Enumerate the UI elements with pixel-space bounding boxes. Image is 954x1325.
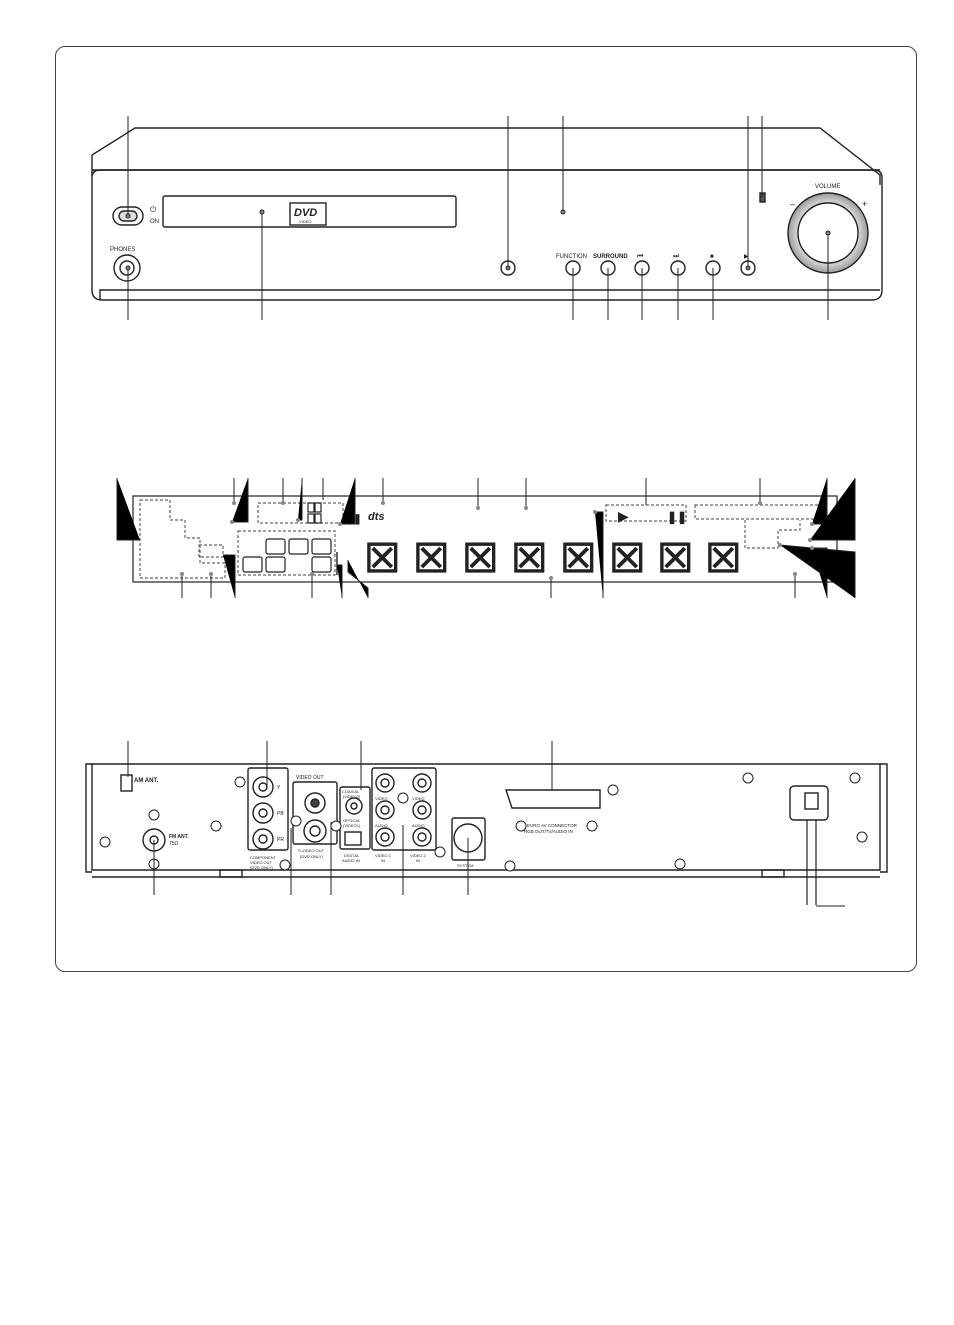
phones-jack[interactable]: [113, 254, 141, 282]
rear-callout-lines: [127, 741, 845, 907]
speaker-icon-r: [311, 538, 332, 555]
video1-audio-label: AUDIO: [375, 823, 388, 828]
volume-minus: –: [790, 199, 795, 209]
front-top-surface: [91, 127, 881, 185]
svideo-out-jack[interactable]: [303, 819, 327, 843]
video-out-label: VIDEO OUT: [296, 775, 324, 781]
pause-indicator: ❚❚: [667, 510, 687, 525]
power-cord: [806, 820, 817, 905]
power-label-bottom: ON: [150, 219, 159, 225]
video2-audio-r-jack[interactable]: [412, 827, 432, 847]
segment-digit: ⊠: [510, 530, 549, 582]
video-out-block: [292, 781, 338, 845]
rear-body: [91, 763, 881, 871]
video1-video-label: VIDEO: [375, 796, 387, 801]
optical-label-1: OPTICAL: [343, 818, 361, 823]
fm-ant-sub: 75Ω: [169, 841, 179, 847]
component-block: [247, 767, 289, 851]
dts-logo: dts: [368, 511, 385, 523]
video2-audio-l-jack[interactable]: [412, 800, 432, 820]
euro-av-label-2: RGB OUT/TV/AUDIO IN: [524, 829, 573, 834]
power-cord-strain-relief: [789, 785, 829, 821]
component-label-1: COMPONENT: [250, 855, 277, 860]
play-indicator: ▶: [618, 508, 629, 524]
coaxial-label-1: COAXIAL: [342, 789, 360, 794]
segment-digit: ⊠: [608, 530, 647, 582]
figure-frame: [55, 46, 917, 972]
coaxial-jack[interactable]: [345, 797, 363, 815]
video2-video-jack[interactable]: [412, 773, 432, 793]
component-label-3: (DVD ONLY): [250, 865, 273, 870]
component-y-jack[interactable]: [252, 776, 274, 798]
next-symbol: ⏭: [673, 253, 680, 260]
svideo-out-label: S-VIDEO OUT: [298, 848, 325, 853]
display-callout-dots: [180, 501, 814, 580]
video1-in-label-2: IN: [381, 858, 385, 863]
component-pr-label: PR: [277, 837, 284, 843]
speaker-icon-sw: [265, 556, 286, 573]
coaxial-label-2: (VIDEO2): [343, 794, 361, 799]
prev-symbol: ⏮: [637, 253, 643, 260]
segment-digit: ⊠: [704, 530, 743, 582]
component-pb-label: PB: [277, 811, 284, 817]
optical-label-2: (VIDEO1): [343, 823, 361, 828]
dvd-logo-text: DVD: [294, 207, 317, 219]
video1-audio-l-jack[interactable]: [375, 800, 395, 820]
front-callout-lines: [125, 116, 831, 320]
stop-symbol: ■: [710, 254, 714, 260]
video1-video-jack[interactable]: [375, 773, 395, 793]
volume-plus: +: [862, 199, 867, 209]
optical-jack[interactable]: [344, 831, 362, 846]
function-label: FUNCTION: [556, 254, 587, 260]
digital-audio-block: [339, 786, 371, 850]
component-pr-jack[interactable]: [252, 828, 274, 850]
dolby-icon-1: [307, 502, 315, 513]
euro-av-connector[interactable]: [505, 789, 601, 809]
dolby-icon-2: [307, 513, 315, 524]
disc-tray: [162, 195, 457, 228]
play-symbol: ▶: [744, 254, 749, 260]
speaker-icon-ls: [242, 556, 263, 573]
component-label-2: VIDEO OUT: [250, 860, 273, 865]
video1-audio-r-jack[interactable]: [375, 827, 395, 847]
euro-av-label-1: EURO AV CONNECTOR: [527, 823, 578, 828]
am-ant-terminal[interactable]: [120, 774, 133, 792]
fm-ant-label: FM ANT.: [169, 834, 189, 840]
video2-video-label: VIDEO: [412, 796, 424, 801]
segment-digit: ⊠: [656, 530, 695, 582]
video1-in-label-1: VIDEO 1: [375, 853, 392, 858]
phones-label: PHONES: [110, 247, 135, 253]
dvd-logo-sub: VIDEO: [299, 219, 311, 224]
video2-in-label-2: IN: [416, 858, 420, 863]
surround-label: SURROUND: [593, 254, 628, 260]
video2-in-label-1: VIDEO 2: [410, 853, 427, 858]
video-audio-in-block: [371, 767, 437, 851]
component-y-label: Y: [277, 785, 281, 791]
system-label: SYSTEM: [457, 863, 473, 868]
video2-audio-label: AUDIO: [412, 823, 425, 828]
segment-digit: ⊠: [559, 530, 598, 582]
rear-screws: [99, 772, 868, 872]
volume-label: VOLUME: [815, 184, 840, 190]
front-panel: ⏻ ON PHONES DVD VIDEO FUNCTION SURROUND …: [91, 127, 883, 301]
rear-panel: AM ANT. FM ANT. 75Ω Y PB PR COMPONENT VI…: [85, 763, 888, 905]
speaker-icon-l: [265, 538, 286, 555]
segment-digits: ⊠ ⊠ ⊠ ⊠ ⊠ ⊠ ⊠ ⊠: [363, 530, 743, 582]
svideo-out-sub: (DVD ONLY): [300, 854, 323, 859]
segment-digit: ⊠: [461, 530, 500, 582]
component-pb-jack[interactable]: [252, 802, 274, 824]
video-out-jack[interactable]: [304, 792, 326, 814]
display-callout-lines: [116, 478, 856, 598]
power-label-top: ⏻: [150, 205, 157, 214]
dvd-logo: [289, 202, 327, 226]
segment-digit: ⊠: [363, 530, 402, 582]
segment-digit: ⊠: [412, 530, 451, 582]
digital-audio-label-2: AUDIO IN: [342, 858, 360, 863]
digital-audio-label-1: DIGITAL: [344, 853, 360, 858]
am-ant-label: AM ANT.: [134, 778, 158, 784]
speaker-icon-rs: [311, 556, 332, 573]
speaker-icon-c: [288, 538, 309, 555]
